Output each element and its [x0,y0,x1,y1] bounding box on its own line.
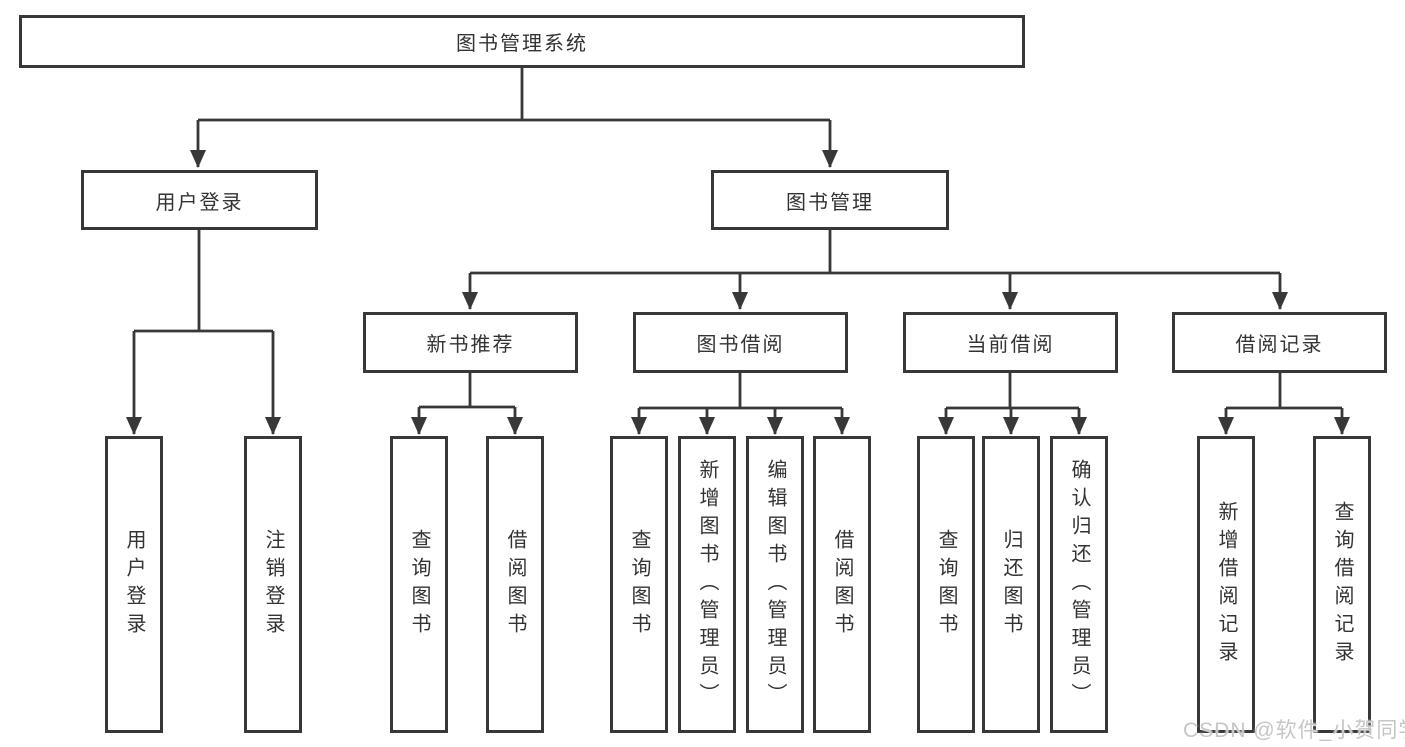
node-user-login: 用户登录 [81,170,318,230]
leaf-br-query-record: 查询借阅记录 [1313,436,1371,733]
leaf-cb-query-books: 查询图书 [917,436,975,733]
leaf-cb-confirm-return-label: 确认归还（管理员） [1068,458,1090,711]
leaf-br-add-record-label: 新增借阅记录 [1215,500,1237,669]
leaf-nb-query-books: 查询图书 [390,436,448,733]
node-new-book-recommend: 新书推荐 [363,312,578,373]
leaf-bb-edit-books: 编辑图书（管理员） [746,436,804,733]
leaf-logout: 注销登录 [244,436,302,733]
leaf-nb-borrow-books: 借阅图书 [486,436,544,733]
node-root: 图书管理系统 [19,15,1025,68]
leaf-br-query-record-label: 查询借阅记录 [1331,500,1353,669]
node-borrowing-records: 借阅记录 [1172,312,1387,373]
leaf-nb-query-books-label: 查询图书 [408,528,430,641]
leaf-cb-query-books-label: 查询图书 [935,528,957,641]
leaf-bb-borrow-books: 借阅图书 [813,436,871,733]
leaf-bb-query-books-label: 查询图书 [628,528,650,641]
leaf-cb-confirm-return: 确认归还（管理员） [1050,436,1108,733]
node-book-borrowing: 图书借阅 [633,312,848,373]
csdn-watermark: CSDN @软件_小贺同学 [1183,719,1405,742]
leaf-user-login: 用户登录 [105,436,163,733]
leaf-bb-add-books: 新增图书（管理员） [678,436,736,733]
leaf-user-login-label: 用户登录 [123,528,145,641]
node-book-management: 图书管理 [711,170,949,230]
leaf-logout-label: 注销登录 [262,528,284,641]
leaf-bb-query-books: 查询图书 [610,436,668,733]
leaf-nb-borrow-books-label: 借阅图书 [504,528,526,641]
node-current-borrowing: 当前借阅 [903,312,1118,373]
leaf-cb-return-books-label: 归还图书 [1000,528,1022,641]
leaf-br-add-record: 新增借阅记录 [1197,436,1255,733]
leaf-bb-borrow-books-label: 借阅图书 [831,528,853,641]
leaf-bb-edit-books-label: 编辑图书（管理员） [764,458,786,711]
leaf-bb-add-books-label: 新增图书（管理员） [696,458,718,711]
leaf-cb-return-books: 归还图书 [982,436,1040,733]
